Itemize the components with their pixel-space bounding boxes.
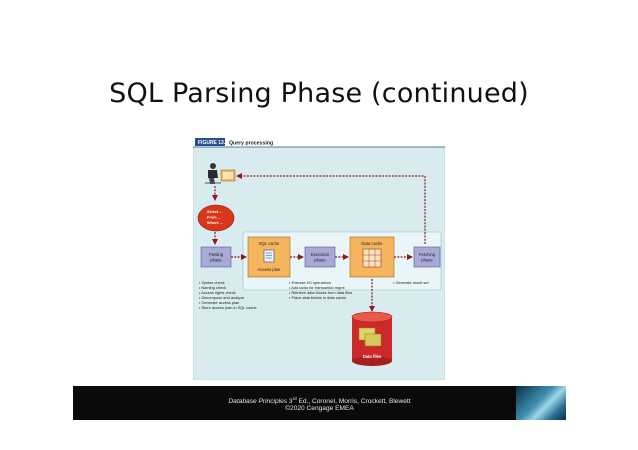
query-line-where: Where ... xyxy=(207,221,223,225)
execution-step-1: • Execute I/O operations xyxy=(289,280,331,285)
execution-step-2: • Add locks for transaction mgmt xyxy=(289,285,346,290)
footer-authors: Ed., Coronel, Morris, Crockett, Blewett xyxy=(296,398,411,406)
figure-caption: Query processing xyxy=(229,140,273,146)
execution-step-3: • Retrieve data blocks from data files xyxy=(289,290,352,295)
access-plan-icon xyxy=(263,249,275,263)
parsing-phase-label-2: phase xyxy=(210,258,222,263)
fetching-phase-label-2: phase xyxy=(421,258,433,263)
parsing-phase-label-1: Parsing xyxy=(209,252,224,257)
parsing-step-3: • Access rights check xyxy=(199,290,236,295)
parsing-step-4: • Decompose and analyze xyxy=(199,295,244,300)
fetching-step-1: • Generate result set xyxy=(393,280,429,285)
parsing-step-6: • Store access plan in SQL cache xyxy=(199,305,257,310)
execution-phase-label-1: Execution xyxy=(311,252,330,257)
access-plan-label: Access plan xyxy=(258,267,281,272)
query-processing-figure: FIGURE 13.2 Query processing Select ... … xyxy=(193,136,445,380)
query-line-select: Select ... xyxy=(207,210,222,214)
parsing-phase-box: Parsing phase xyxy=(200,246,232,268)
slide-footer: Database Principles 3rd Ed., Coronel, Mo… xyxy=(73,386,566,420)
figure-label-badge xyxy=(195,138,225,146)
data-files-cylinder-icon: Data files xyxy=(351,311,393,366)
data-files-label: Data files xyxy=(363,354,382,359)
data-cache-label: Data cache xyxy=(361,241,383,246)
data-grid-icon xyxy=(362,248,382,268)
execution-phase-box: Execution phase xyxy=(304,246,336,268)
footer-citation: Database Principles 3rd Ed., Coronel, Mo… xyxy=(73,396,566,405)
slide-title: SQL Parsing Phase (continued) xyxy=(109,78,529,109)
footer-logo-image xyxy=(516,386,566,420)
query-line-from: From ... xyxy=(207,216,221,220)
parsing-step-2: • Naming check xyxy=(199,285,226,290)
data-cache-box: Data cache xyxy=(349,236,395,278)
query-bubble: Select ... From ... Where ... xyxy=(197,204,235,232)
sql-cache-label: SQL cache xyxy=(259,241,280,246)
fetching-phase-box: Fetching phase xyxy=(413,246,441,268)
footer-edition: 3 xyxy=(288,398,293,406)
footer-edition-suffix: rd xyxy=(292,396,297,401)
execution-phase-label-2: phase xyxy=(314,258,326,263)
fetching-phase-label-1: Fetching xyxy=(419,252,436,257)
sql-cache-box: SQL cache Access plan xyxy=(247,236,291,278)
user-icon xyxy=(205,163,236,184)
execution-step-4: • Place data blocks in data cache xyxy=(289,295,346,300)
figure-label: FIGURE 13.2 xyxy=(198,140,228,146)
footer-copyright: ©2020 Cengage EMEA xyxy=(285,405,354,412)
footer-book-title: Database Principles xyxy=(228,398,288,406)
parsing-step-5: • Generate access plan xyxy=(199,300,239,305)
parsing-step-1: • Syntax check xyxy=(199,280,225,285)
